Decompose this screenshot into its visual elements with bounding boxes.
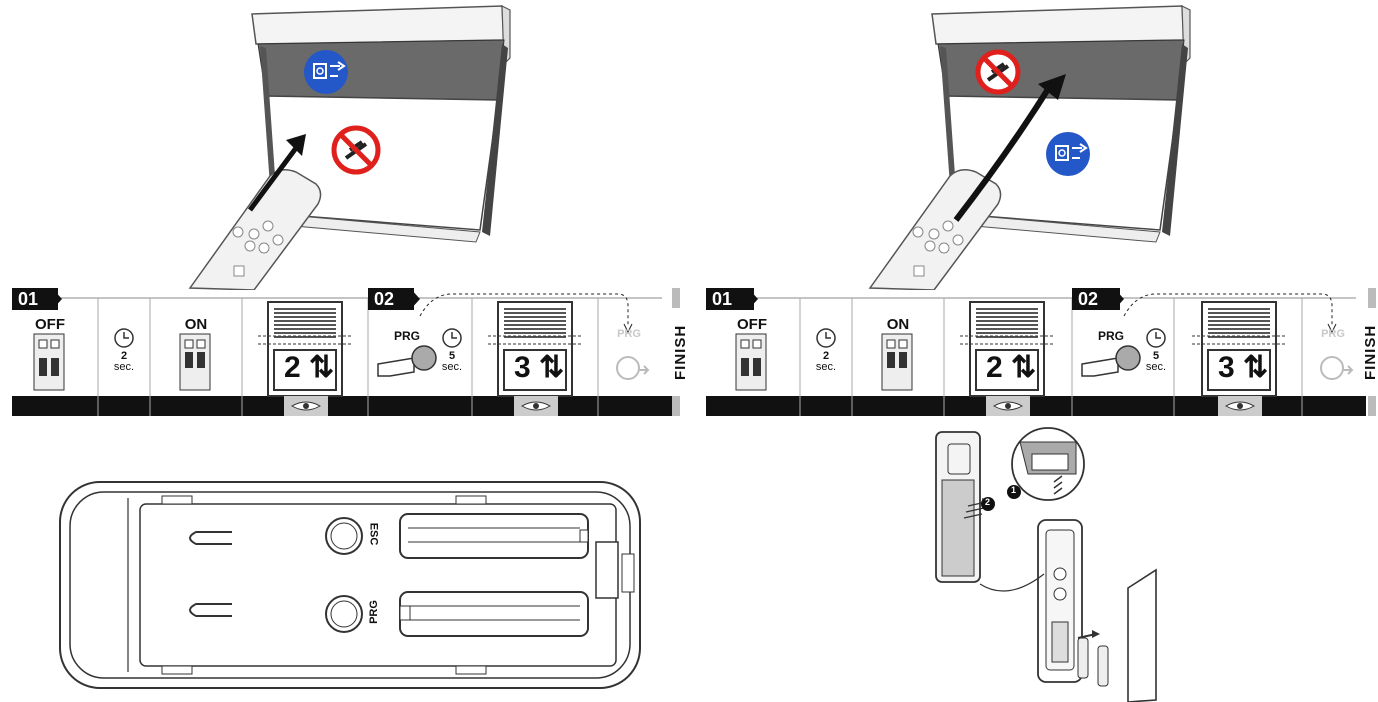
clock-icon <box>115 329 133 347</box>
zoom-detail-circle <box>1012 428 1084 500</box>
count2-value: 3 ⇅ <box>514 350 564 385</box>
step-tag-01: 01 <box>706 288 754 310</box>
eye-icon <box>514 396 558 416</box>
prg-ghost-icon <box>617 357 648 379</box>
clock-icon <box>817 329 835 347</box>
prg-ghost-icon <box>1321 357 1352 379</box>
cover-separated <box>1128 570 1156 702</box>
eye-icon <box>284 396 328 416</box>
hand-press-icon <box>378 346 436 376</box>
step-marker-2-label: 2 <box>985 497 990 507</box>
clock-icon <box>443 329 461 347</box>
count1-value: 2 ⇅ <box>986 350 1036 385</box>
no-hand-sign-icon <box>978 52 1018 92</box>
instruction-strip-left: 01 02 OFF 2 sec. ON 2 ⇅ PRG 5 sec. 3 ⇅ P… <box>12 288 690 416</box>
remote-back <box>1038 520 1082 682</box>
no-hand-sign-icon <box>334 128 378 172</box>
off-label: OFF <box>32 316 68 333</box>
on-label: ON <box>880 316 916 333</box>
wait1-unit: sec. <box>108 361 140 373</box>
prg-label: PRG <box>368 600 380 624</box>
screen-illustration-left <box>180 0 600 290</box>
battery-icon <box>400 514 588 558</box>
battery-replacement-diagram <box>928 424 1178 702</box>
on-label: ON <box>178 316 214 333</box>
step-marker-1-label: 1 <box>1011 485 1016 495</box>
breaker-on-icon <box>882 334 912 390</box>
wait1-unit: sec. <box>810 361 842 373</box>
step-tag-01: 01 <box>12 288 58 310</box>
unplug-sign-icon <box>304 50 348 94</box>
finish-label: FINISH <box>672 325 689 380</box>
strip-frame <box>706 288 1378 416</box>
step-tag-02: 02 <box>368 288 414 310</box>
count1-value: 2 ⇅ <box>284 350 334 385</box>
breaker-off-icon <box>34 334 64 390</box>
unplug-sign-icon <box>1046 132 1090 176</box>
step-tag-02: 02 <box>1072 288 1120 310</box>
remote-interior-diagram <box>56 476 646 696</box>
prg-ghost-label: PRG <box>616 328 642 340</box>
clock-icon <box>1147 329 1165 347</box>
hand-press-icon <box>1082 346 1140 376</box>
prg-label: PRG <box>1096 330 1126 342</box>
prg-ghost-label: PRG <box>1320 328 1346 340</box>
count2-value: 3 ⇅ <box>1218 350 1268 385</box>
prg-label: PRG <box>392 330 422 342</box>
eye-icon <box>986 396 1030 416</box>
battery-icon <box>1078 638 1088 678</box>
esc-label: ESC <box>367 523 379 546</box>
breaker-off-icon <box>736 334 766 390</box>
battery-cover <box>936 432 980 582</box>
instruction-strip-right: 01 02 OFF 2 sec. ON 2 ⇅ PRG 5 sec. 3 ⇅ P… <box>706 288 1378 416</box>
breaker-on-icon <box>180 334 210 390</box>
battery-icon <box>1098 646 1108 686</box>
screen-illustration-right <box>860 0 1280 290</box>
remote-control-left <box>190 170 321 290</box>
wait2-unit: sec. <box>1140 361 1172 373</box>
finish-label: FINISH <box>1362 325 1378 380</box>
battery-icon <box>400 592 588 636</box>
off-label: OFF <box>734 316 770 333</box>
eye-icon <box>1218 396 1262 416</box>
wait2-unit: sec. <box>436 361 468 373</box>
